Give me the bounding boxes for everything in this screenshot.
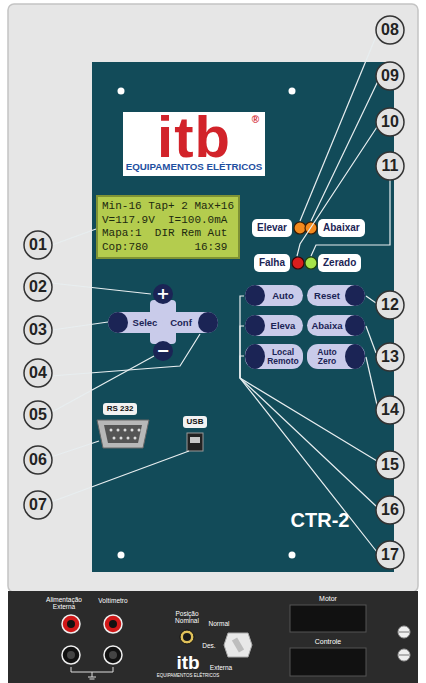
callout-number: 14 (381, 402, 399, 418)
led-node: Elevar (252, 219, 292, 237)
button-cap (108, 312, 128, 333)
btn-node: Auto (245, 285, 303, 306)
callout-number: 11 (382, 158, 399, 174)
led-node: Abaixar (318, 219, 365, 237)
lcd-line: Min-16 Tap+ 2 Max+16 (102, 200, 234, 214)
button-text-area: Auto Zero (310, 344, 344, 369)
port-label: USB (187, 417, 204, 426)
button-cap (245, 315, 265, 336)
button-text-area: Auto (266, 285, 300, 306)
callout-number: 17 (381, 547, 399, 563)
callout-number: 09 (381, 68, 399, 84)
indicator-label: Zerado (323, 257, 356, 268)
key-sign: − (153, 341, 173, 361)
callout-number: 08 (381, 22, 399, 38)
callout-number: 15 (381, 457, 399, 473)
button-label: Selec (133, 318, 158, 328)
button-label: Auto Zero (310, 348, 344, 366)
brand-subtitle: EQUIPAMENTOS ELÉTRICOS (157, 674, 220, 679)
button-label: Eleva (271, 321, 296, 331)
button-text-area: Abaixa (310, 315, 344, 336)
terminal-label: Alimentação Externa (42, 596, 86, 610)
callout-number: 02 (29, 279, 47, 295)
callout-number: 10 (381, 114, 399, 130)
indicator-label: Falha (259, 257, 285, 268)
tag-node: RS 232 (103, 403, 138, 415)
btn-node: Eleva (245, 315, 303, 336)
btn-node: Abaixa (307, 315, 365, 336)
callout-number: 06 (29, 452, 47, 468)
button-label: Abaixa (311, 321, 342, 331)
switch-position: Des. (202, 642, 215, 649)
logo-letters: itb (123, 108, 265, 166)
logo-subtitle: EQUIPAMENTOS ELÉTRICOS (126, 162, 263, 172)
port-label: RS 232 (107, 404, 134, 413)
brand-logo: itb (176, 653, 199, 672)
model-name: CTR-2 (291, 510, 350, 530)
button-cap (345, 285, 365, 306)
switch-label: Motor (319, 595, 337, 602)
button-text-area: Local Remoto (266, 344, 300, 369)
callout-number: 07 (29, 497, 47, 513)
button-text-area: Reset (310, 285, 344, 306)
btn-node: Reset (307, 285, 365, 306)
button-cap (345, 315, 365, 336)
button-text-area: Eleva (266, 315, 300, 336)
button-cap (345, 344, 365, 369)
registered-mark: ® (252, 115, 259, 125)
lcd-line: V=117.9V I=100.0mA (102, 214, 234, 228)
button-text-area: Selec (129, 312, 161, 333)
callout-number: 16 (381, 502, 399, 518)
lcd-line: Mapa:1 DIR Rem Aut (102, 227, 234, 241)
button-text-area: Conf (165, 312, 197, 333)
lcd-node: Min-16 Tap+ 2 Max+16V=117.9V I=100.0mAMa… (96, 195, 240, 259)
btn-node: Conf (162, 312, 218, 333)
btn-node: Selec (108, 312, 164, 333)
terminal-label: Voltímetro (98, 597, 127, 604)
led-node: Falha (254, 254, 290, 272)
key-sign: + (153, 284, 173, 304)
button-cap (198, 312, 218, 333)
callout-number: 04 (29, 365, 47, 381)
button-cap (245, 344, 265, 369)
led-node: Zerado (318, 254, 361, 272)
button-cap (245, 285, 265, 306)
indicator-label: Abaixar (323, 222, 360, 233)
button-label: Posição Nominal (167, 610, 207, 624)
lcd-line: Cop:780 16:39 (102, 241, 234, 255)
switch-label: Controle (315, 638, 341, 645)
round-node: − (153, 341, 173, 361)
btn-node: Auto Zero (307, 344, 365, 369)
btn-node: Local Remoto (245, 344, 303, 369)
button-label: Reset (314, 291, 340, 301)
indicator-label: Elevar (257, 222, 287, 233)
tag-node: USB (183, 416, 208, 428)
callout-number: 05 (29, 407, 47, 423)
button-label: Auto (272, 291, 294, 301)
callout-number: 01 (29, 237, 47, 253)
round-node: + (153, 284, 173, 304)
switch-position: Externa (210, 664, 232, 671)
callout-number: 03 (29, 322, 47, 338)
button-label: Conf (170, 318, 192, 328)
callout-number: 13 (381, 349, 399, 365)
callout-number: 12 (381, 297, 399, 313)
switch-position: Normal (209, 620, 230, 627)
button-label: Local Remoto (266, 348, 300, 366)
logo-node: itb®EQUIPAMENTOS ELÉTRICOS (123, 112, 265, 176)
